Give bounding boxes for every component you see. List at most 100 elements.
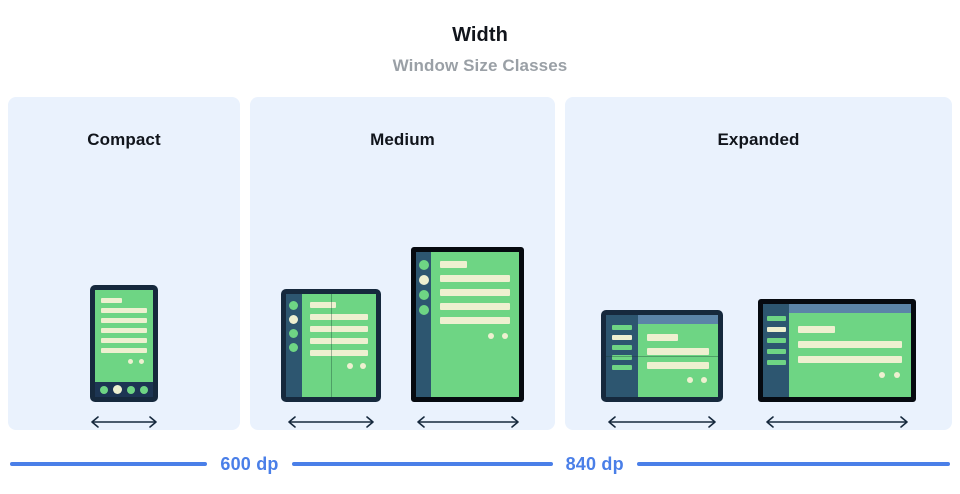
panel-label-expanded: Expanded [717,130,800,149]
panel-label-medium: Medium [370,130,435,149]
content-top-bar [637,315,718,324]
content-dot [346,363,353,369]
width-arrow-icon [287,416,374,428]
content-dot [502,333,509,339]
nav-panel-item [611,325,632,330]
diagram-header: Width Window Size Classes [0,0,960,95]
width-arrow-icon [766,416,909,428]
nav-rail-item [289,343,299,352]
fold-seam [330,294,332,397]
content-line [101,348,147,353]
device-col-phone-portrait [86,285,162,430]
nav-panel-item [611,345,632,350]
size-class-panels: Compact [8,97,952,430]
nav-rail-item-active [289,315,299,324]
device-group-medium [250,168,555,430]
device-col-tablet-landscape [758,299,917,430]
panel-compact: Compact [8,97,240,430]
foldable-content [301,294,376,397]
bottom-nav-item-active [113,385,122,394]
content-line [309,302,337,308]
measure-line-segment [10,462,208,466]
nav-panel [605,315,638,397]
nav-panel [763,304,790,397]
content-line [309,338,368,344]
content-line [309,326,368,332]
content-dot [139,359,144,364]
tablet-content [431,252,520,397]
content-dot [359,363,366,369]
content-line [440,317,511,324]
device-col-foldable-portrait [280,289,381,430]
content-dot [700,377,707,383]
breakpoint-label-840: 840 dp [565,453,624,474]
phone-content-lines [95,290,153,382]
nav-rail-item [289,301,299,310]
content-line [101,298,122,303]
bottom-nav-item [127,385,135,394]
panel-medium: Medium [250,97,555,430]
nav-panel-item [611,365,632,370]
content-line [440,261,467,268]
content-line [646,348,709,355]
breakpoint-label-600: 600 dp [220,453,279,474]
content-line [101,318,147,323]
nav-panel-item [766,360,786,365]
content-dot [128,359,133,364]
foldable-landscape-dots [647,377,709,383]
content-line [101,308,147,313]
panel-expanded: Expanded [565,97,952,430]
width-arrow-icon [607,416,716,428]
width-arrow-icon [417,416,519,428]
content-dot [879,372,886,378]
nav-rail [416,252,432,397]
content-dot [488,333,495,339]
device-col-tablet-portrait [411,247,525,430]
device-tablet-landscape [758,299,917,402]
bottom-nav-item [140,385,148,394]
content-line [798,341,903,348]
width-arrow-icon [91,416,157,428]
content-line [440,303,511,310]
device-foldable-portrait [280,289,381,402]
measure-line-segment [636,462,950,466]
content-top-bar [789,304,912,313]
content-line [798,356,903,363]
nav-rail-item [418,290,429,300]
content-line [101,328,147,333]
panel-label-compact: Compact [87,130,161,149]
device-group-expanded [565,168,952,430]
foldable-landscape-content [637,315,718,397]
phone-bottom-nav [95,382,153,397]
foldable-landscape-lines [638,324,718,397]
content-line [646,334,678,341]
nav-rail-item [418,305,429,315]
breakpoint-measure-bar: 600 dp 840 dp [0,447,960,481]
tablet-landscape-lines [789,313,911,397]
device-tablet-portrait [411,247,525,402]
phone-content [95,290,153,397]
tablet-screen [416,252,520,397]
content-line [309,350,368,356]
nav-panel-item [766,316,786,321]
tablet-content-lines [431,252,519,397]
content-line [440,275,511,282]
nav-rail-item-active [418,275,429,285]
content-line [646,362,709,369]
content-line [309,314,368,320]
nav-panel-item-active [611,335,632,340]
bottom-nav-item [100,385,108,394]
nav-rail [285,294,302,397]
phone-screen [95,290,153,397]
tablet-content-dots [440,333,510,339]
tablet-landscape-screen [763,304,912,397]
measure-line-segment [291,462,553,466]
content-line [440,289,511,296]
nav-panel-item [766,338,786,343]
content-line [101,338,147,343]
page-subtitle: Window Size Classes [392,56,568,75]
device-foldable-landscape [600,310,723,402]
fold-seam [605,356,718,357]
foldable-landscape-screen [605,315,718,397]
content-dot [894,372,901,378]
